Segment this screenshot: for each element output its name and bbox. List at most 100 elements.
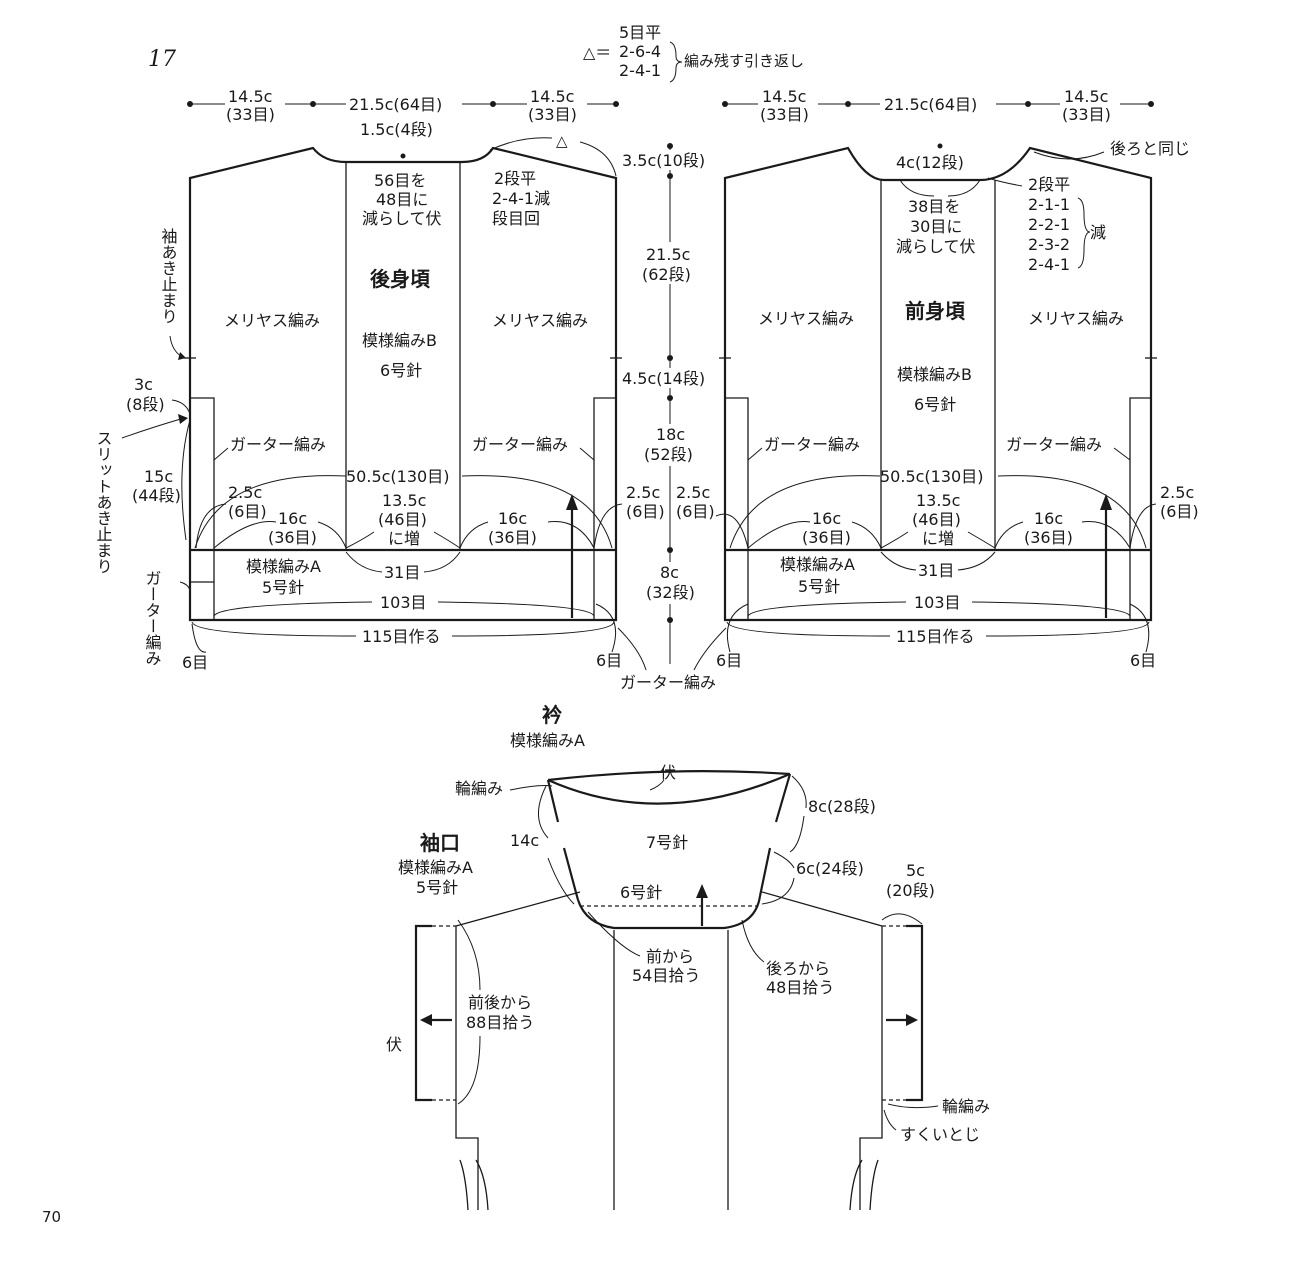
- front-31: 31目: [918, 561, 954, 580]
- cuff-title: 袖口: [420, 831, 460, 855]
- slit-label: スリットあき止まり: [94, 430, 113, 574]
- collar-back-pick-1: 後ろから: [766, 959, 830, 978]
- arc: [747, 601, 907, 617]
- front-width-dot: [722, 101, 728, 107]
- back-band-pattern: 模様編みA: [246, 557, 321, 576]
- figure-number: 17: [148, 47, 176, 72]
- short-row-note: △＝ 5目平 2-6-4 2-4-1 編み残す引き返し: [583, 23, 804, 83]
- arc-16: [851, 521, 882, 549]
- front-dec-label: 減: [1090, 223, 1106, 242]
- arc-16: [994, 521, 1024, 549]
- back-width-dot: [310, 101, 316, 107]
- arc: [593, 503, 623, 549]
- leader: [579, 447, 595, 461]
- back-width-dot: [490, 101, 496, 107]
- front-16-left: 16c: [812, 509, 841, 528]
- sleeve-line: [859, 1100, 883, 1210]
- front-pattern: 模様編みB: [897, 365, 972, 384]
- mask: [640, 424, 700, 466]
- dec-brace: [1077, 197, 1091, 269]
- scale-dot: [667, 173, 673, 179]
- arrow-head: [566, 494, 578, 510]
- note-line-1: 5目平: [619, 23, 661, 42]
- shoulder-line-left: [455, 891, 581, 927]
- back-neck-dot: [400, 153, 406, 159]
- back-103: 103目: [380, 593, 427, 612]
- back-garter-right: ガーター編み: [472, 435, 568, 454]
- back-25-left: 2.5c: [228, 483, 262, 502]
- arc-16: [317, 521, 347, 549]
- three-c-rows: (8段): [126, 395, 165, 414]
- front-width-130: 50.5c(130目): [880, 467, 983, 486]
- back-25-left-st: (6目): [228, 502, 267, 521]
- arrow-head: [1100, 494, 1112, 510]
- leader: [1033, 151, 1105, 160]
- scale-b: 21.5c: [646, 245, 690, 264]
- arc: [957, 551, 996, 571]
- cuff-right: 5c (20段) 輪編み すくいとじ: [849, 861, 990, 1211]
- back-garter-left: ガーター編み: [230, 435, 326, 454]
- mask: [880, 94, 996, 114]
- back-width-center: 21.5c(64目): [349, 95, 442, 114]
- front-outline: [723, 146, 1153, 622]
- front-6-right: 6目: [1130, 651, 1156, 670]
- scale-dot: [667, 143, 673, 149]
- back-cast-on: 115目作る: [362, 627, 441, 646]
- leader: [213, 447, 229, 461]
- sleeve-line: [475, 1159, 489, 1211]
- back-16-right: 16c: [498, 509, 527, 528]
- collar-side-left: [562, 847, 580, 901]
- band-garter-label: ガーター編み: [143, 570, 162, 666]
- center-scale: 3.5c(10段) 21.5c (62段) 4.5c(14段) 18c (52段…: [617, 143, 727, 692]
- cuff-size-rows: (20段): [886, 881, 935, 900]
- back-body: 14.5c (33目) 21.5c(64目) 14.5c (33目) 1.5c(…: [94, 87, 665, 672]
- cuff-left: 袖口 模様編みA 5号針 伏 前後から 88目拾う: [386, 831, 534, 1211]
- front-neck-dec-3: 2-2-1: [1028, 215, 1070, 234]
- front-garter-left: ガーター編み: [764, 435, 860, 454]
- collar-lower-size: 6c(24段): [796, 859, 864, 878]
- arc-130: [461, 475, 613, 549]
- front-slit-left: [725, 397, 749, 620]
- front-width-center: 21.5c(64目): [884, 95, 977, 114]
- arc: [899, 179, 935, 197]
- arc: [791, 775, 807, 809]
- leader: [747, 447, 763, 461]
- back-bindoff-1: 56目を: [374, 171, 426, 190]
- front-16-right: 16c: [1034, 509, 1063, 528]
- note-brace: [669, 41, 683, 83]
- arc: [1129, 603, 1150, 653]
- front-center-inc: に増: [922, 529, 954, 548]
- mask: [758, 88, 818, 124]
- back-25-right: 2.5c: [626, 483, 660, 502]
- leader: [693, 627, 727, 671]
- front-neck-dec-1: 2段平: [1028, 175, 1070, 194]
- fifteen-c-rows: (44段): [132, 486, 181, 505]
- sleeve-line: [869, 1159, 879, 1211]
- front-width-dot: [845, 101, 851, 107]
- front-25-left: 2.5c: [676, 483, 710, 502]
- arc: [985, 621, 1150, 637]
- page-number: 70: [42, 1208, 61, 1226]
- collar-height: 14c: [510, 831, 539, 850]
- arc: [967, 531, 996, 549]
- scale-e: 8c: [660, 563, 679, 582]
- note-symbol: △＝: [583, 43, 611, 62]
- arc: [880, 551, 917, 571]
- arc: [195, 503, 227, 549]
- leader: [121, 417, 185, 439]
- back-center-13: 13.5c: [382, 491, 426, 510]
- front-width-dot: [1148, 101, 1154, 107]
- arc-16: [213, 521, 277, 549]
- mask: [527, 88, 587, 124]
- shoulder-line-right: [761, 891, 883, 927]
- front-25-right: 2.5c: [1160, 483, 1194, 502]
- back-triangle: △: [556, 132, 568, 150]
- scale-dot: [667, 355, 673, 361]
- back-shoulder-2: 2-4-1減: [492, 189, 550, 208]
- collar-rib: 輪編み: [455, 779, 503, 798]
- front-stockinette-left: メリヤス編み: [758, 309, 854, 328]
- front-body: 14.5c (33目) 21.5c(64目) 14.5c (33目) 4c(12…: [676, 87, 1199, 670]
- bottom-garter-label: ガーター編み: [620, 673, 716, 692]
- scale-d: 18c: [656, 425, 685, 444]
